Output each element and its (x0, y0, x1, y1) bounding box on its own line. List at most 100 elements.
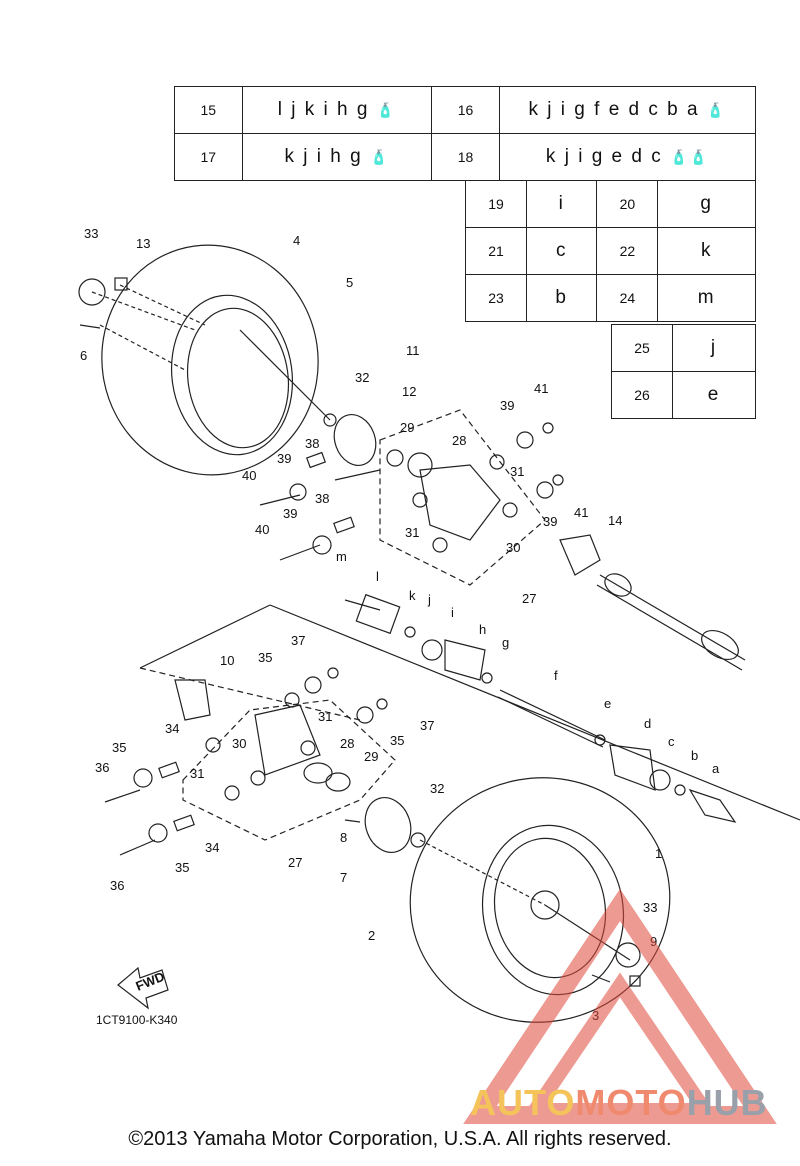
kit-code: e (672, 371, 756, 419)
watermark-text: AUTOMOTOHUB (470, 1082, 768, 1124)
callout-letter: l (376, 569, 379, 584)
callout-number: 31 (190, 766, 204, 781)
callout-number: 37 (420, 718, 434, 733)
kit-table-mid: 19 i 20 g 21 c 22 k 23 b 24 m (465, 180, 756, 322)
rim-upper (170, 294, 294, 456)
tire-lower (409, 777, 671, 1023)
fwd-arrow-icon: FWD (117, 966, 169, 1010)
callout-letter: h (479, 622, 486, 637)
watermark-part1: AUTO (470, 1082, 576, 1123)
kit-code: i (525, 180, 598, 228)
copyright-footer: ©2013 Yamaha Motor Corporation, U.S.A. A… (128, 1128, 672, 1150)
callout-number: 31 (510, 464, 524, 479)
callout-number: 2 (368, 928, 375, 943)
callout-number: 11 (406, 343, 420, 358)
part-code: 1CT9100-K340 (96, 1013, 178, 1027)
arm-box-lower (182, 699, 396, 841)
callout-letter: a (712, 761, 720, 776)
callout-number: 31 (318, 709, 332, 724)
callout-number: 30 (506, 540, 520, 555)
kit-number: 25 (611, 324, 673, 372)
kit-number: 17 (174, 133, 243, 181)
callout-number: 8 (340, 830, 347, 845)
boot-mid (444, 639, 486, 681)
callout-letter: j (427, 592, 431, 607)
callout-number: 35 (258, 650, 272, 665)
hub-lower (364, 797, 412, 853)
callout-number: 28 (340, 736, 354, 751)
callout-number: 35 (390, 733, 404, 748)
callout-number: 38 (305, 436, 319, 451)
callout-letter: b (691, 748, 698, 763)
callout-number: 12 (402, 384, 416, 399)
callout-number: 29 (364, 749, 378, 764)
kit-codes-text: k j i h g (284, 146, 363, 167)
kit-codes: k j i g f e d c b a 🧴 (498, 86, 757, 134)
callout-number: 30 (232, 736, 246, 751)
tire-upper (101, 244, 319, 476)
cv-joint-upper (559, 534, 601, 576)
watermark-logo (463, 888, 777, 1124)
callout-number: 35 (112, 740, 126, 755)
kit-codes: k j i g e d c 🧴🧴 (498, 133, 757, 181)
boot-lower (609, 744, 656, 791)
callout-letter: g (502, 635, 509, 650)
kit-number: 20 (596, 180, 659, 228)
arm-box-upper (379, 409, 546, 586)
callout-number: 32 (430, 781, 444, 796)
callout-number: 36 (95, 760, 109, 775)
callout-number: 4 (293, 233, 300, 248)
callout-number: 41 (534, 381, 548, 396)
kit-codes: k j i h g 🧴 (241, 133, 433, 181)
callout-number: 38 (315, 491, 329, 506)
grease-tube-icon: 🧴 (706, 102, 727, 118)
callout-number: 29 (400, 420, 414, 435)
callout-number: 13 (136, 236, 150, 251)
kit-codes-text: k j i g e d c (545, 146, 663, 167)
callout-number: 41 (574, 505, 588, 520)
callout-number: 40 (255, 522, 269, 537)
callout-number: 33 (84, 226, 98, 241)
callout-letter: i (451, 605, 454, 620)
watermark-part2: MOTO (575, 1082, 687, 1123)
kit-table-low: 25 j 26 e (611, 324, 756, 419)
hub-bracket (174, 679, 211, 721)
callout-number: 39 (283, 506, 297, 521)
callout-number: 27 (288, 855, 302, 870)
callout-number: 7 (340, 870, 347, 885)
knuckle-upper (419, 464, 501, 541)
kit-code: c (525, 227, 598, 275)
kit-table-top: 15 l j k i h g 🧴 16 k j i g f e d c b a … (174, 86, 757, 181)
callout-number: 1 (655, 846, 662, 861)
kit-number: 26 (611, 371, 673, 419)
callout-number: 35 (175, 860, 189, 875)
callout-number: 39 (543, 514, 557, 529)
kit-number: 24 (596, 274, 659, 322)
callout-number: 39 (277, 451, 291, 466)
callout-number: 34 (165, 721, 179, 736)
grease-tube-icon: 🧴 (369, 149, 390, 165)
callout-number: 36 (110, 878, 124, 893)
knuckle-lower (254, 704, 321, 776)
kit-code: m (657, 274, 756, 322)
callout-letter: m (336, 549, 347, 564)
callout-number: 39 (500, 398, 514, 413)
cv-joint-mid (355, 593, 401, 635)
callout-number: 33 (643, 900, 657, 915)
callout-letter: e (604, 696, 611, 711)
callout-number: 10 (220, 653, 234, 668)
callout-letter: c (668, 734, 675, 749)
callout-number: 5 (346, 275, 353, 290)
callout-letter: f (554, 668, 558, 683)
callout-number: 6 (80, 348, 87, 363)
callout-letter: d (644, 716, 651, 731)
kit-codes: l j k i h g 🧴 (241, 86, 433, 134)
callout-number: 14 (608, 513, 622, 528)
callout-number: 40 (242, 468, 256, 483)
kit-codes-text: l j k i h g (277, 99, 370, 120)
kit-codes-text: k j i g f e d c b a (528, 99, 700, 120)
callout-number: 31 (405, 525, 419, 540)
watermark-part3: HUB (686, 1082, 768, 1123)
